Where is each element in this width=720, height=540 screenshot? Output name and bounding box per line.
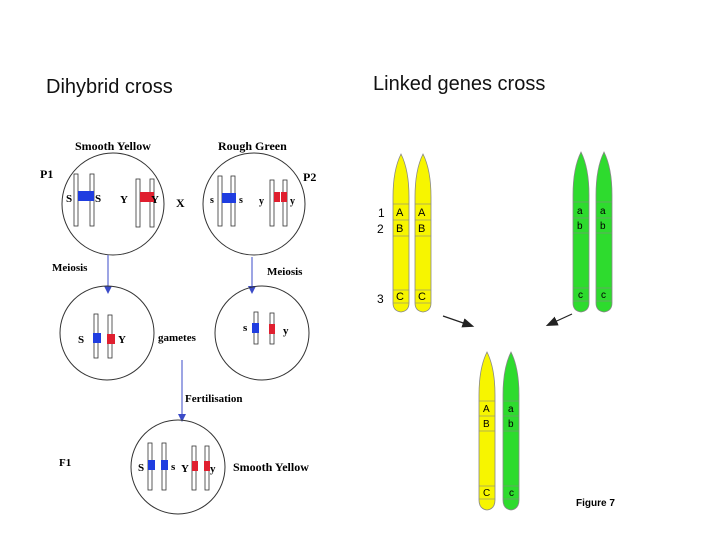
f1-allele-4: y bbox=[210, 463, 216, 475]
yellow-p-gene-a-2: A bbox=[418, 207, 426, 219]
gametes-label: gametes bbox=[158, 332, 197, 344]
f1-allele-2: s bbox=[171, 461, 176, 473]
green-parent-chromosome-2 bbox=[595, 151, 613, 313]
gamete-right-chromosomes bbox=[252, 311, 275, 345]
row-number-1: 1 bbox=[378, 206, 385, 220]
linked-diagram: 1 2 3 A B C A B C bbox=[377, 151, 615, 511]
green-p-gene-c-1: c bbox=[578, 290, 583, 301]
offspring-yellow-gene-a: A bbox=[483, 404, 490, 415]
gamete-right-cell bbox=[214, 285, 310, 381]
p2-allele-2: s bbox=[239, 195, 243, 206]
cross-symbol: X bbox=[176, 196, 185, 210]
yellow-p-gene-a-1: A bbox=[396, 207, 404, 219]
yellow-p-gene-c-2: C bbox=[418, 291, 426, 303]
p2-label: P2 bbox=[303, 170, 316, 184]
offspring-green-gene-a: a bbox=[508, 404, 514, 415]
cross-arrow-left bbox=[442, 315, 475, 328]
offspring-yellow-gene-b: B bbox=[483, 419, 490, 430]
green-p-gene-a-2: a bbox=[600, 206, 606, 217]
parent2-chromosomes bbox=[217, 175, 288, 227]
offspring-yellow-chromosome bbox=[478, 351, 496, 511]
gamete-left-chromosomes bbox=[93, 313, 115, 359]
parent1-chromosomes bbox=[73, 173, 155, 228]
parent1-title: Smooth Yellow bbox=[75, 139, 151, 153]
offspring-yellow-gene-c: C bbox=[483, 488, 490, 499]
green-p-gene-a-1: a bbox=[577, 206, 583, 217]
p1-allele-3: Y bbox=[120, 194, 128, 206]
green-p-gene-c-2: c bbox=[601, 290, 606, 301]
f1-chromosomes bbox=[147, 442, 210, 491]
figure-caption: Figure 7 bbox=[576, 498, 615, 509]
yellow-p-gene-b-2: B bbox=[418, 223, 425, 235]
f1-cell bbox=[130, 419, 226, 515]
green-p-gene-b-1: b bbox=[577, 221, 583, 232]
yellow-p-gene-b-1: B bbox=[396, 223, 403, 235]
green-parent-chromosome-1 bbox=[572, 151, 590, 313]
fertilisation-label: Fertilisation bbox=[185, 393, 242, 405]
p2-allele-3: y bbox=[259, 196, 264, 207]
dihybrid-diagram: Smooth Yellow Rough Green P1 P2 X S S Y … bbox=[40, 139, 316, 515]
parent1-cell bbox=[61, 152, 165, 256]
p1-allele-1: S bbox=[66, 193, 72, 205]
yellow-parent-chromosome-2 bbox=[414, 153, 432, 313]
offspring-green-gene-c: c bbox=[509, 488, 514, 499]
f1-phenotype: Smooth Yellow bbox=[233, 460, 309, 474]
gamete-left-allele-1: S bbox=[78, 334, 84, 346]
gamete-left-cell bbox=[59, 285, 155, 381]
gamete-left-allele-2: Y bbox=[118, 334, 126, 346]
p2-allele-4: y bbox=[290, 196, 295, 207]
parent2-title: Rough Green bbox=[218, 139, 287, 153]
yellow-parent-chromosome-1 bbox=[392, 153, 410, 313]
cross-arrow-right bbox=[545, 313, 573, 326]
linked-heading: Linked genes cross bbox=[373, 73, 546, 95]
yellow-p-gene-c-1: C bbox=[396, 291, 404, 303]
p1-label: P1 bbox=[40, 167, 53, 181]
gamete-right-allele-2: y bbox=[283, 325, 289, 337]
dihybrid-heading: Dihybrid cross bbox=[46, 76, 173, 98]
meiosis-label-right: Meiosis bbox=[267, 266, 303, 278]
gamete-right-allele-1: s bbox=[243, 322, 248, 334]
offspring-green-gene-b: b bbox=[508, 419, 514, 430]
f1-allele-1: S bbox=[138, 462, 144, 474]
f1-label: F1 bbox=[59, 457, 71, 469]
row-number-2: 2 bbox=[377, 222, 384, 236]
p2-allele-1: s bbox=[210, 195, 214, 206]
p1-allele-4: Y bbox=[151, 194, 159, 206]
parent2-cell bbox=[202, 152, 306, 256]
f1-allele-3: Y bbox=[181, 463, 189, 475]
row-number-3: 3 bbox=[377, 292, 384, 306]
meiosis-label-left: Meiosis bbox=[52, 262, 88, 274]
offspring-green-chromosome bbox=[502, 351, 520, 511]
p1-allele-2: S bbox=[95, 193, 101, 205]
green-p-gene-b-2: b bbox=[600, 221, 606, 232]
